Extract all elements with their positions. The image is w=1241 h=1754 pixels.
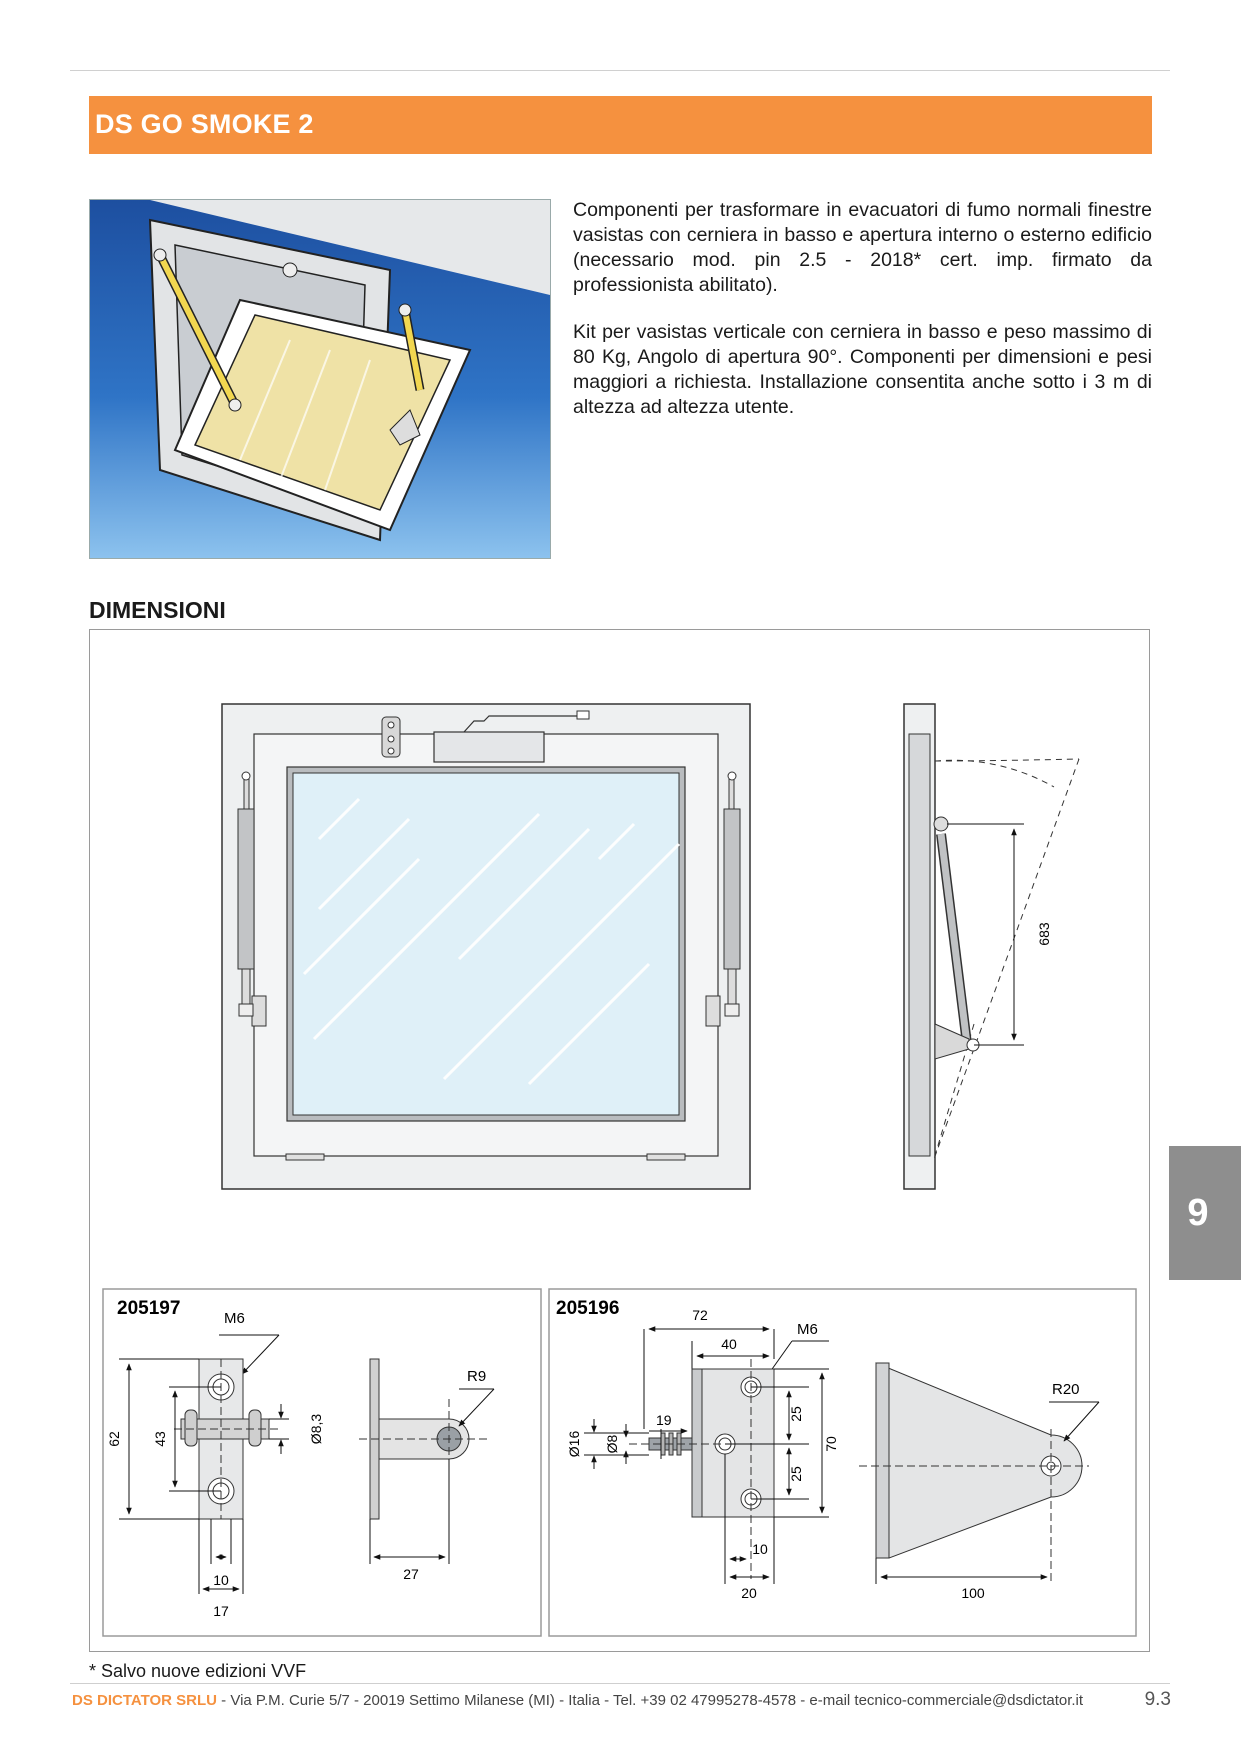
part-b-radius: R20 — [1052, 1381, 1080, 1398]
footnote: * Salvo nuove edizioni VVF — [89, 1661, 307, 1681]
part-a-thread: M6 — [224, 1310, 245, 1327]
part-b-len-body: 40 — [721, 1336, 737, 1352]
part-code-205196: 205196 — [556, 1298, 619, 1319]
part-b-dia-inner: Ø8 — [604, 1434, 620, 1453]
part-b-plate-len: 100 — [961, 1585, 985, 1601]
window-side-view: 683 — [903, 703, 1080, 1190]
footer-address: - Via P.M. Curie 5/7 - 20019 Settimo Mil… — [217, 1692, 1084, 1709]
chapter-tab: 9 — [1169, 1146, 1241, 1280]
part-a-height-total: 62 — [106, 1431, 122, 1447]
dimension-drawings: 683 205197 M6 62 — [89, 629, 1150, 1652]
dimensions-frame — [89, 629, 1150, 1652]
part-b-offset-small: 10 — [752, 1541, 768, 1557]
part-b-thread: M6 — [797, 1321, 818, 1338]
side-view-dim-683: 683 — [1036, 922, 1052, 946]
page-number: 9.3 — [1144, 1689, 1171, 1710]
part-b-height: 70 — [823, 1436, 839, 1452]
title-bar: DS GO SMOKE 2 — [89, 96, 1152, 154]
part-a-height-holes: 43 — [152, 1431, 168, 1447]
part-b-dia-outer: Ø16 — [566, 1431, 582, 1458]
product-illustration — [89, 199, 551, 559]
part-a-depth: 27 — [403, 1566, 419, 1582]
footer-company: DS DICTATOR SRLU — [72, 1692, 217, 1709]
page-title: DS GO SMOKE 2 — [95, 109, 314, 139]
part-a-width-inner: 10 — [213, 1572, 229, 1588]
part-b-gap-bottom: 25 — [788, 1466, 804, 1482]
part-b-len-total: 72 — [692, 1307, 708, 1323]
intro-paragraph-2: Kit per vasistas verticale con cerniera … — [573, 321, 1152, 418]
part-code-205197: 205197 — [117, 1298, 180, 1319]
dimensions-heading: DIMENSIONI — [89, 597, 226, 623]
intro-text: Componenti per trasformare in evacuatori… — [573, 198, 1152, 442]
part-b-offset-large: 20 — [741, 1585, 757, 1601]
footer: DS DICTATOR SRLU - Via P.M. Curie 5/7 - … — [72, 1692, 1083, 1709]
bottom-divider — [70, 1683, 1170, 1684]
detail-205197: 205197 M6 62 43 — [102, 1288, 542, 1637]
part-a-radius: R9 — [467, 1368, 486, 1385]
detail-205196: 205196 72 40 M6 19 — [548, 1288, 1137, 1637]
part-b-gap-top: 25 — [788, 1406, 804, 1422]
part-a-width-outer: 17 — [213, 1603, 229, 1619]
intro-paragraph-1: Componenti per trasformare in evacuatori… — [573, 199, 1152, 296]
window-front-view — [221, 703, 751, 1190]
chapter-number: 9 — [1187, 1192, 1209, 1234]
top-divider — [70, 70, 1170, 71]
part-a-pin-dia: Ø8,3 — [308, 1414, 324, 1445]
part-b-pin-len: 19 — [656, 1412, 672, 1428]
